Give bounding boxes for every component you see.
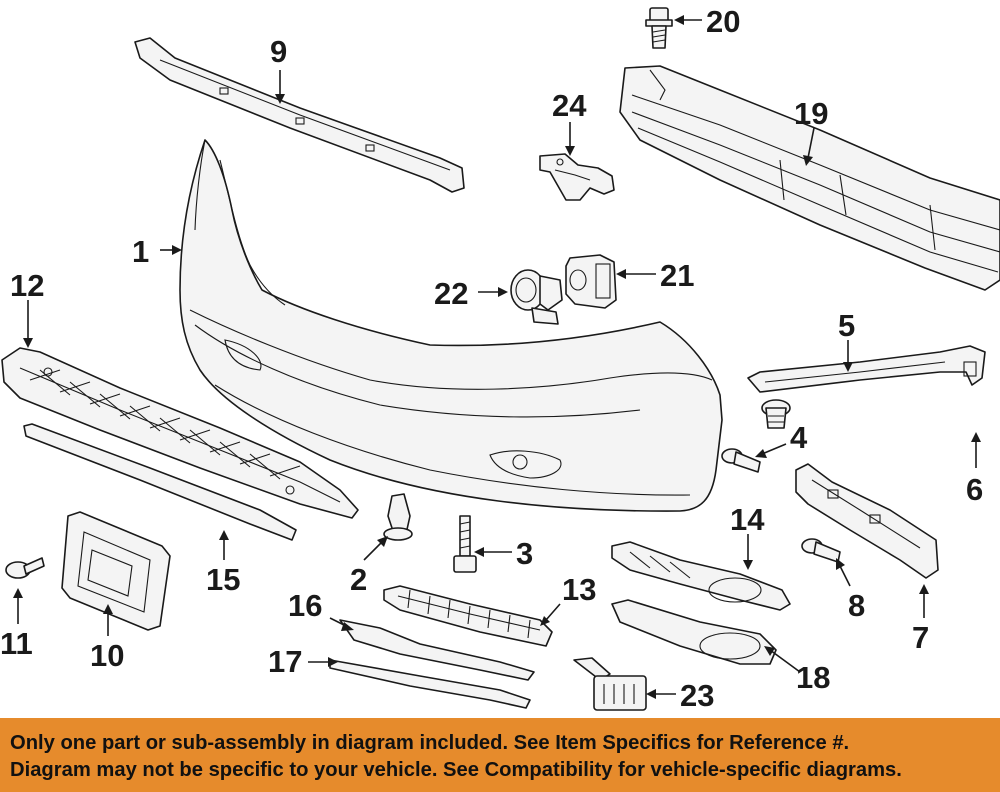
- callout-14: 14: [730, 502, 765, 537]
- callout-2: 2: [350, 562, 367, 597]
- callout-17: 17: [268, 644, 302, 679]
- part-22-parking-sensor: [510, 269, 563, 325]
- callout-15: 15: [206, 562, 240, 597]
- part-12-lower-grille: [1, 347, 359, 519]
- part-8-push-pin: [801, 538, 841, 563]
- callout-12: 12: [10, 268, 44, 303]
- part-16-grille-trim: [339, 619, 535, 681]
- callout-18: 18: [796, 660, 830, 695]
- callout-23: 23: [680, 678, 714, 713]
- part-17-lower-strip: [329, 659, 531, 709]
- callout-21: 21: [660, 258, 694, 293]
- part-21-parking-sensor: [565, 254, 617, 309]
- part-15-lower-trim: [23, 423, 297, 541]
- callout-10: 10: [90, 638, 124, 673]
- callout-8: 8: [848, 588, 865, 623]
- disclaimer-line-1: Only one part or sub-assembly in diagram…: [10, 732, 850, 754]
- callout-19: 19: [794, 96, 828, 131]
- leader-lines: [13, 15, 981, 699]
- callout-4: 4: [790, 420, 808, 455]
- disclaimer-banner: Only one part or sub-assembly in diagram…: [0, 718, 1000, 792]
- part-19-reinforcement-beam: [619, 65, 1000, 291]
- part-4-push-pin: [721, 448, 761, 473]
- part-18-fog-trim: [611, 599, 777, 665]
- callout-5: 5: [838, 308, 855, 343]
- callout-24: 24: [552, 88, 587, 123]
- part-20-bolt: [645, 7, 673, 49]
- part-10-license-bracket: [61, 511, 171, 631]
- part-6-clip: [761, 399, 791, 429]
- callout-11: 11: [0, 626, 33, 661]
- part-5-side-bracket: [747, 345, 986, 393]
- callout-20: 20: [706, 4, 740, 39]
- callout-22: 22: [434, 276, 468, 311]
- part-14-fog-bezel: [611, 541, 791, 611]
- disclaimer-line-2: Diagram may not be specific to your vehi…: [10, 759, 902, 781]
- part-1-bumper-cover: [179, 139, 723, 512]
- parts-diagram: 1 2 3 4 5 6 7 8 9 10 11 12 13 14 15 16 1…: [0, 4, 1000, 713]
- callout-16: 16: [288, 588, 322, 623]
- callout-13: 13: [562, 572, 596, 607]
- part-7-side-bracket: [795, 463, 939, 579]
- callout-9: 9: [270, 34, 287, 69]
- callout-labels: 1 2 3 4 5 6 7 8 9 10 11 12 13 14 15 16 1…: [0, 4, 983, 713]
- part-13-grille-insert: [383, 585, 553, 647]
- part-3-screw: [453, 515, 477, 573]
- callout-7: 7: [912, 620, 929, 655]
- part-11-screw: [5, 557, 45, 579]
- callout-6: 6: [966, 472, 983, 507]
- callout-3: 3: [516, 536, 533, 571]
- part-24-sensor-bracket: [539, 153, 615, 201]
- callout-1: 1: [132, 234, 149, 269]
- part-2-clip: [383, 493, 413, 541]
- part-23-connector: [573, 657, 647, 711]
- part-9-upper-bracket: [134, 37, 465, 193]
